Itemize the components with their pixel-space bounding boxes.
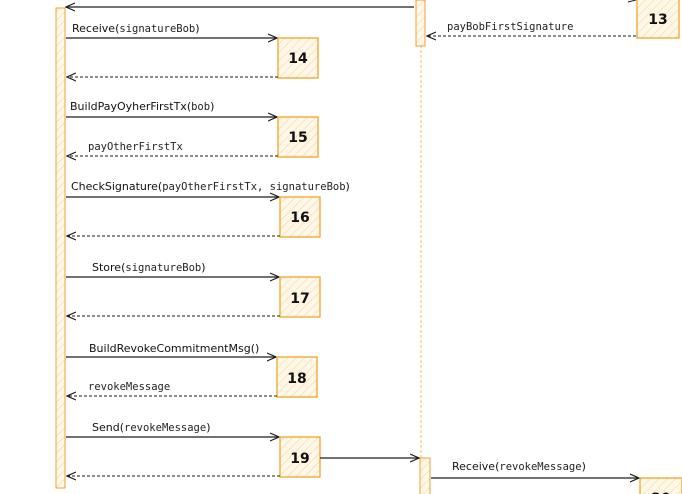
box-16-label: 16: [290, 210, 309, 226]
incoming-label: payBobFirstSignature: [447, 21, 573, 33]
call-16: CheckSignature(payOtherFirstTx, signatur…: [71, 180, 350, 193]
box-16: [279, 196, 321, 238]
right-activation-top: [415, 0, 426, 47]
box-19-label: 19: [290, 451, 309, 467]
box-13-label: 13: [648, 12, 667, 28]
box-14-label: 14: [288, 51, 308, 67]
box-13: [636, 0, 680, 39]
box-20-label: 20: [651, 491, 671, 494]
box-15-label: 15: [288, 130, 307, 146]
box-19: [279, 436, 321, 478]
call-19: Send(revokeMessage): [92, 421, 211, 434]
outgoing-call: Receive(revokeMessage): [452, 460, 586, 473]
right-activation-bottom: [419, 457, 431, 494]
left-activation-bar: [55, 7, 66, 489]
return-label-15: payOtherFirstTx: [88, 141, 183, 153]
box-14: [277, 37, 319, 79]
box-17-label: 17: [290, 291, 309, 307]
call-17: Store(signatureBob): [92, 261, 206, 274]
box-18: [276, 356, 318, 398]
box-20: [639, 477, 682, 494]
call-15: BuildPayOyherFirstTx(bob): [70, 100, 214, 113]
box-17: [279, 276, 321, 318]
box-15: [277, 116, 319, 158]
box-18-label: 18: [287, 371, 306, 387]
call-14: Receive(signatureBob): [72, 22, 200, 35]
call-18: BuildRevokeCommitmentMsg(): [89, 342, 259, 355]
return-label-18: revokeMessage: [88, 381, 170, 393]
